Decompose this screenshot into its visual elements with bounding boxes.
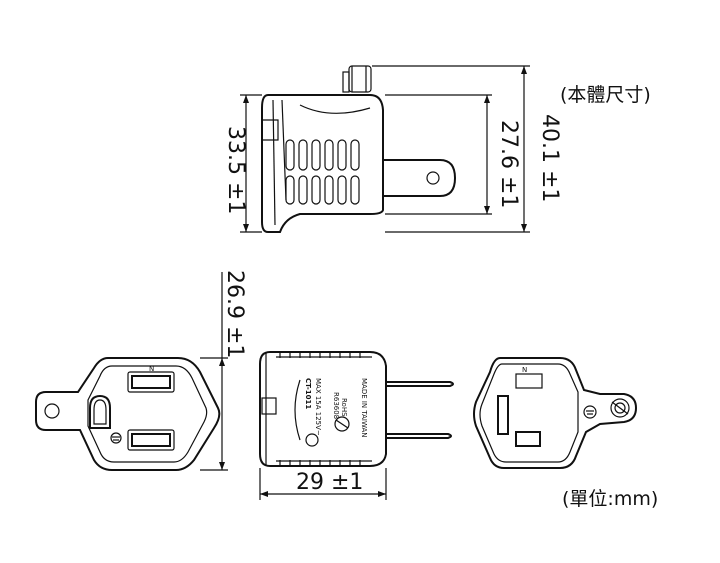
- dimension-lines-depth: [200, 272, 228, 471]
- rating-marking: MAX 15A 125V~: [314, 378, 322, 436]
- brand-logo-icon: [305, 433, 319, 447]
- vent-slots-upper: [285, 139, 360, 171]
- dimension-lines-width: [259, 468, 387, 500]
- dimension-lines-side: [240, 65, 530, 233]
- depth-dimension: 26.9 ±1: [222, 270, 247, 359]
- side-view: [261, 65, 457, 233]
- product-markings: CT-1011 MAX 15A 125V~ R63608 RoHS MADE I…: [304, 378, 368, 438]
- dimensions-note: (本體尺寸): [560, 84, 651, 106]
- standards-marking: R63608: [332, 392, 340, 419]
- units-note: (單位:mm): [562, 488, 659, 510]
- ground-screw-side: [342, 65, 372, 93]
- vent-slots-lower: [285, 175, 360, 205]
- height-total-dimension: 40.1 ±1: [537, 114, 562, 203]
- width-dimension: 29 ±1: [296, 470, 364, 495]
- svg-text:N: N: [149, 365, 154, 373]
- model-marking: CT-1011: [304, 378, 312, 409]
- label-side-view: CT-1011 MAX 15A 125V~ R63608 RoHS MADE I…: [259, 351, 454, 467]
- height-blade-dimension: 27.6 ±1: [496, 120, 521, 209]
- neutral-symbol: N: [522, 366, 527, 374]
- rohs-marking: RoHS: [340, 398, 348, 417]
- ground-screw-icon: [334, 416, 350, 432]
- plug-face-view: N: [473, 357, 638, 469]
- socket-face-view: N: [35, 357, 221, 471]
- origin-marking: MADE IN TAIWAN: [360, 378, 368, 438]
- height-body-dimension: 33.5 ±1: [223, 126, 248, 215]
